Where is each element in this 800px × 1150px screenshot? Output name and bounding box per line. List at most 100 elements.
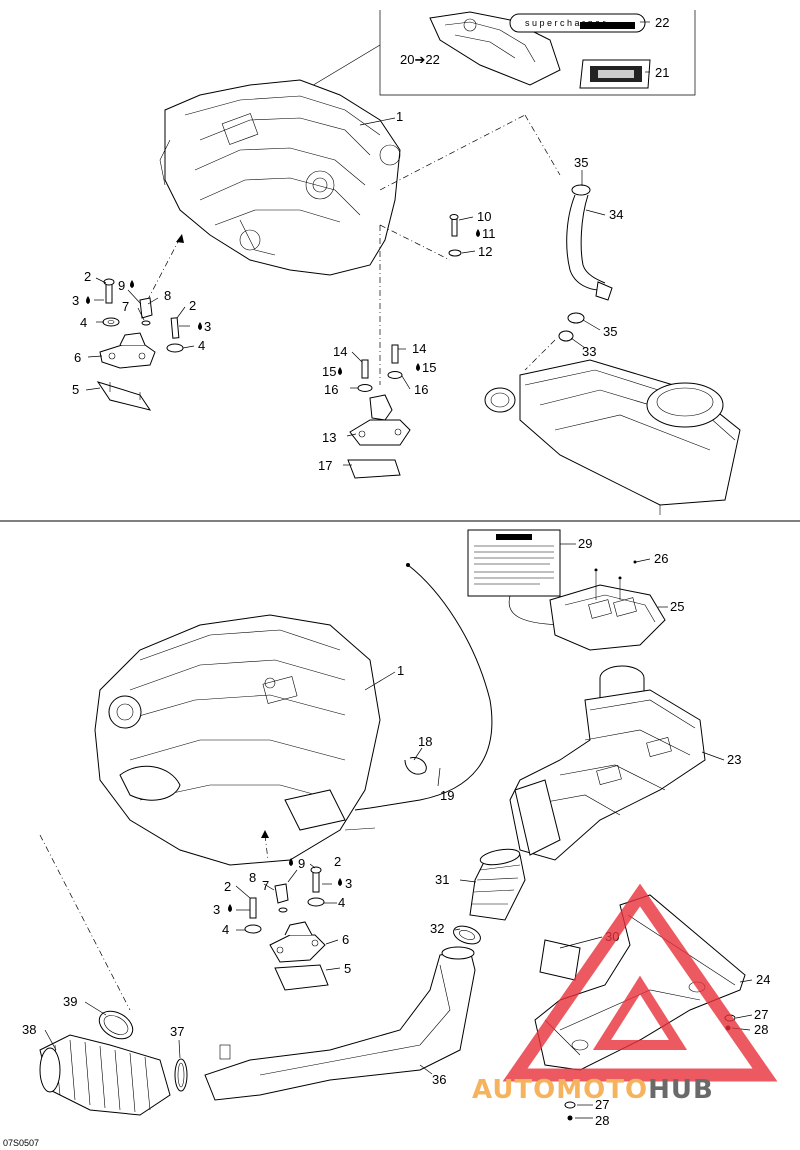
callout-25: 25: [670, 599, 684, 614]
callout-3: 3: [213, 902, 220, 917]
callout-16: 16: [414, 382, 428, 397]
arrow-head: [176, 234, 184, 243]
callout-27: 27: [595, 1097, 609, 1112]
intake-pipe-36: [204, 946, 476, 1101]
callout-7: 7: [262, 878, 269, 893]
bolt-10: [448, 214, 462, 257]
callout-4: 4: [222, 922, 229, 937]
alignment-line: [524, 114, 561, 176]
callout-39: 39: [63, 994, 77, 1009]
callout-9: 9: [118, 278, 125, 293]
callout-3: 3: [345, 876, 352, 891]
callout-2: 2: [334, 854, 341, 869]
alignment-line: [524, 339, 556, 371]
top-callouts: 1 2 9 8 3 7 2 4 3 4 6 5 10 11 12 14 14 1…: [72, 15, 669, 473]
callout-35: 35: [603, 324, 617, 339]
hose-34: [558, 184, 613, 342]
svg-text:s u p e r c h a r g e r: s u p e r c h a r g e r: [525, 18, 606, 28]
callout-19: 19: [440, 788, 454, 803]
top-panel: s u p e r c h a r g e r: [72, 10, 741, 515]
callout-24: 24: [756, 972, 770, 987]
decal-22: s u p e r c h a r g e r: [509, 13, 646, 33]
clamp-39: [98, 1010, 134, 1040]
callout-34: 34: [609, 207, 623, 222]
callout-16: 16: [324, 382, 338, 397]
callout-17: 17: [318, 458, 332, 473]
callout-4: 4: [338, 895, 345, 910]
callout-35: 35: [574, 155, 588, 170]
warning-label-29: [467, 529, 561, 597]
callout-2: 2: [84, 269, 91, 284]
callout-6: 6: [74, 350, 81, 365]
callout-26: 26: [654, 551, 668, 566]
callout-3: 3: [204, 319, 211, 334]
svg-text:AUTOMOTOHUB: AUTOMOTOHUB: [472, 1075, 714, 1105]
callout-3: 3: [72, 293, 79, 308]
callout-2: 2: [189, 298, 196, 313]
callout-8: 8: [164, 288, 171, 303]
callout-33: 33: [582, 344, 596, 359]
callout-27: 27: [754, 1007, 768, 1022]
callout-20-22: 20➔22: [400, 52, 440, 67]
callout-4: 4: [80, 315, 87, 330]
engine-mount-bottom: [244, 866, 329, 991]
callout-5: 5: [344, 961, 351, 976]
alignment-line: [39, 834, 131, 1011]
callout-5: 5: [72, 382, 79, 397]
callout-14: 14: [333, 344, 347, 359]
group-bracket: [379, 10, 696, 96]
watermark: AUTOMOTOHUB: [472, 883, 778, 1105]
watermark-text-2: HUB: [648, 1075, 714, 1105]
alignment-line: [144, 237, 181, 306]
engine-top: [159, 79, 401, 276]
callout-29: 29: [578, 536, 592, 551]
sealant-drop-icons: [228, 858, 342, 912]
callout-38: 38: [22, 1022, 36, 1037]
callout-12: 12: [478, 244, 492, 259]
bottom-panel: 1 18 19 29 26 25 23 9 2 8 7 3 2 3 4 4 6 …: [22, 529, 770, 1128]
callout-28: 28: [754, 1022, 768, 1037]
engine-bottom: [94, 614, 381, 866]
callout-22: 22: [655, 15, 669, 30]
alignment-line: [264, 834, 269, 861]
callout-15: 15: [322, 364, 336, 379]
alignment-line: [379, 224, 451, 261]
intake-silencer-23: [509, 665, 706, 861]
diagram-code: 07S0507: [3, 1138, 39, 1148]
callout-1: 1: [397, 663, 404, 678]
engine-mount-right: [347, 344, 411, 479]
callout-11: 11: [482, 226, 496, 241]
callout-1: 1: [396, 109, 403, 124]
decal-21: [579, 59, 651, 89]
callout-21: 21: [655, 65, 669, 80]
callout-10: 10: [477, 209, 491, 224]
watermark-text-1: AUTOMOTO: [472, 1075, 648, 1105]
leader-line: [304, 44, 381, 91]
callout-28: 28: [595, 1113, 609, 1128]
callout-36: 36: [432, 1072, 446, 1087]
alignment-line: [379, 114, 526, 191]
clamp-37: [174, 1058, 188, 1092]
sealant-drop-icons: [86, 229, 480, 375]
callout-15: 15: [422, 360, 436, 375]
cable-19: [354, 563, 493, 811]
bottom-leader-lines: [44, 543, 753, 1119]
arrow-head: [261, 830, 269, 838]
callout-14: 14: [412, 341, 426, 356]
callout-32: 32: [430, 921, 444, 936]
callout-31: 31: [435, 872, 449, 887]
callout-9: 9: [298, 856, 305, 871]
callout-2: 2: [224, 879, 231, 894]
top-leader-lines: [85, 21, 650, 466]
callout-7: 7: [122, 299, 129, 314]
callout-37: 37: [170, 1024, 184, 1039]
triangle-logo-icon: [502, 883, 778, 1082]
silencer-cover-25: [549, 560, 666, 651]
callout-8: 8: [249, 870, 256, 885]
callout-18: 18: [418, 734, 432, 749]
callout-13: 13: [322, 430, 336, 445]
callout-6: 6: [342, 932, 349, 947]
callout-23: 23: [727, 752, 741, 767]
intake-boot-31: [453, 848, 526, 945]
